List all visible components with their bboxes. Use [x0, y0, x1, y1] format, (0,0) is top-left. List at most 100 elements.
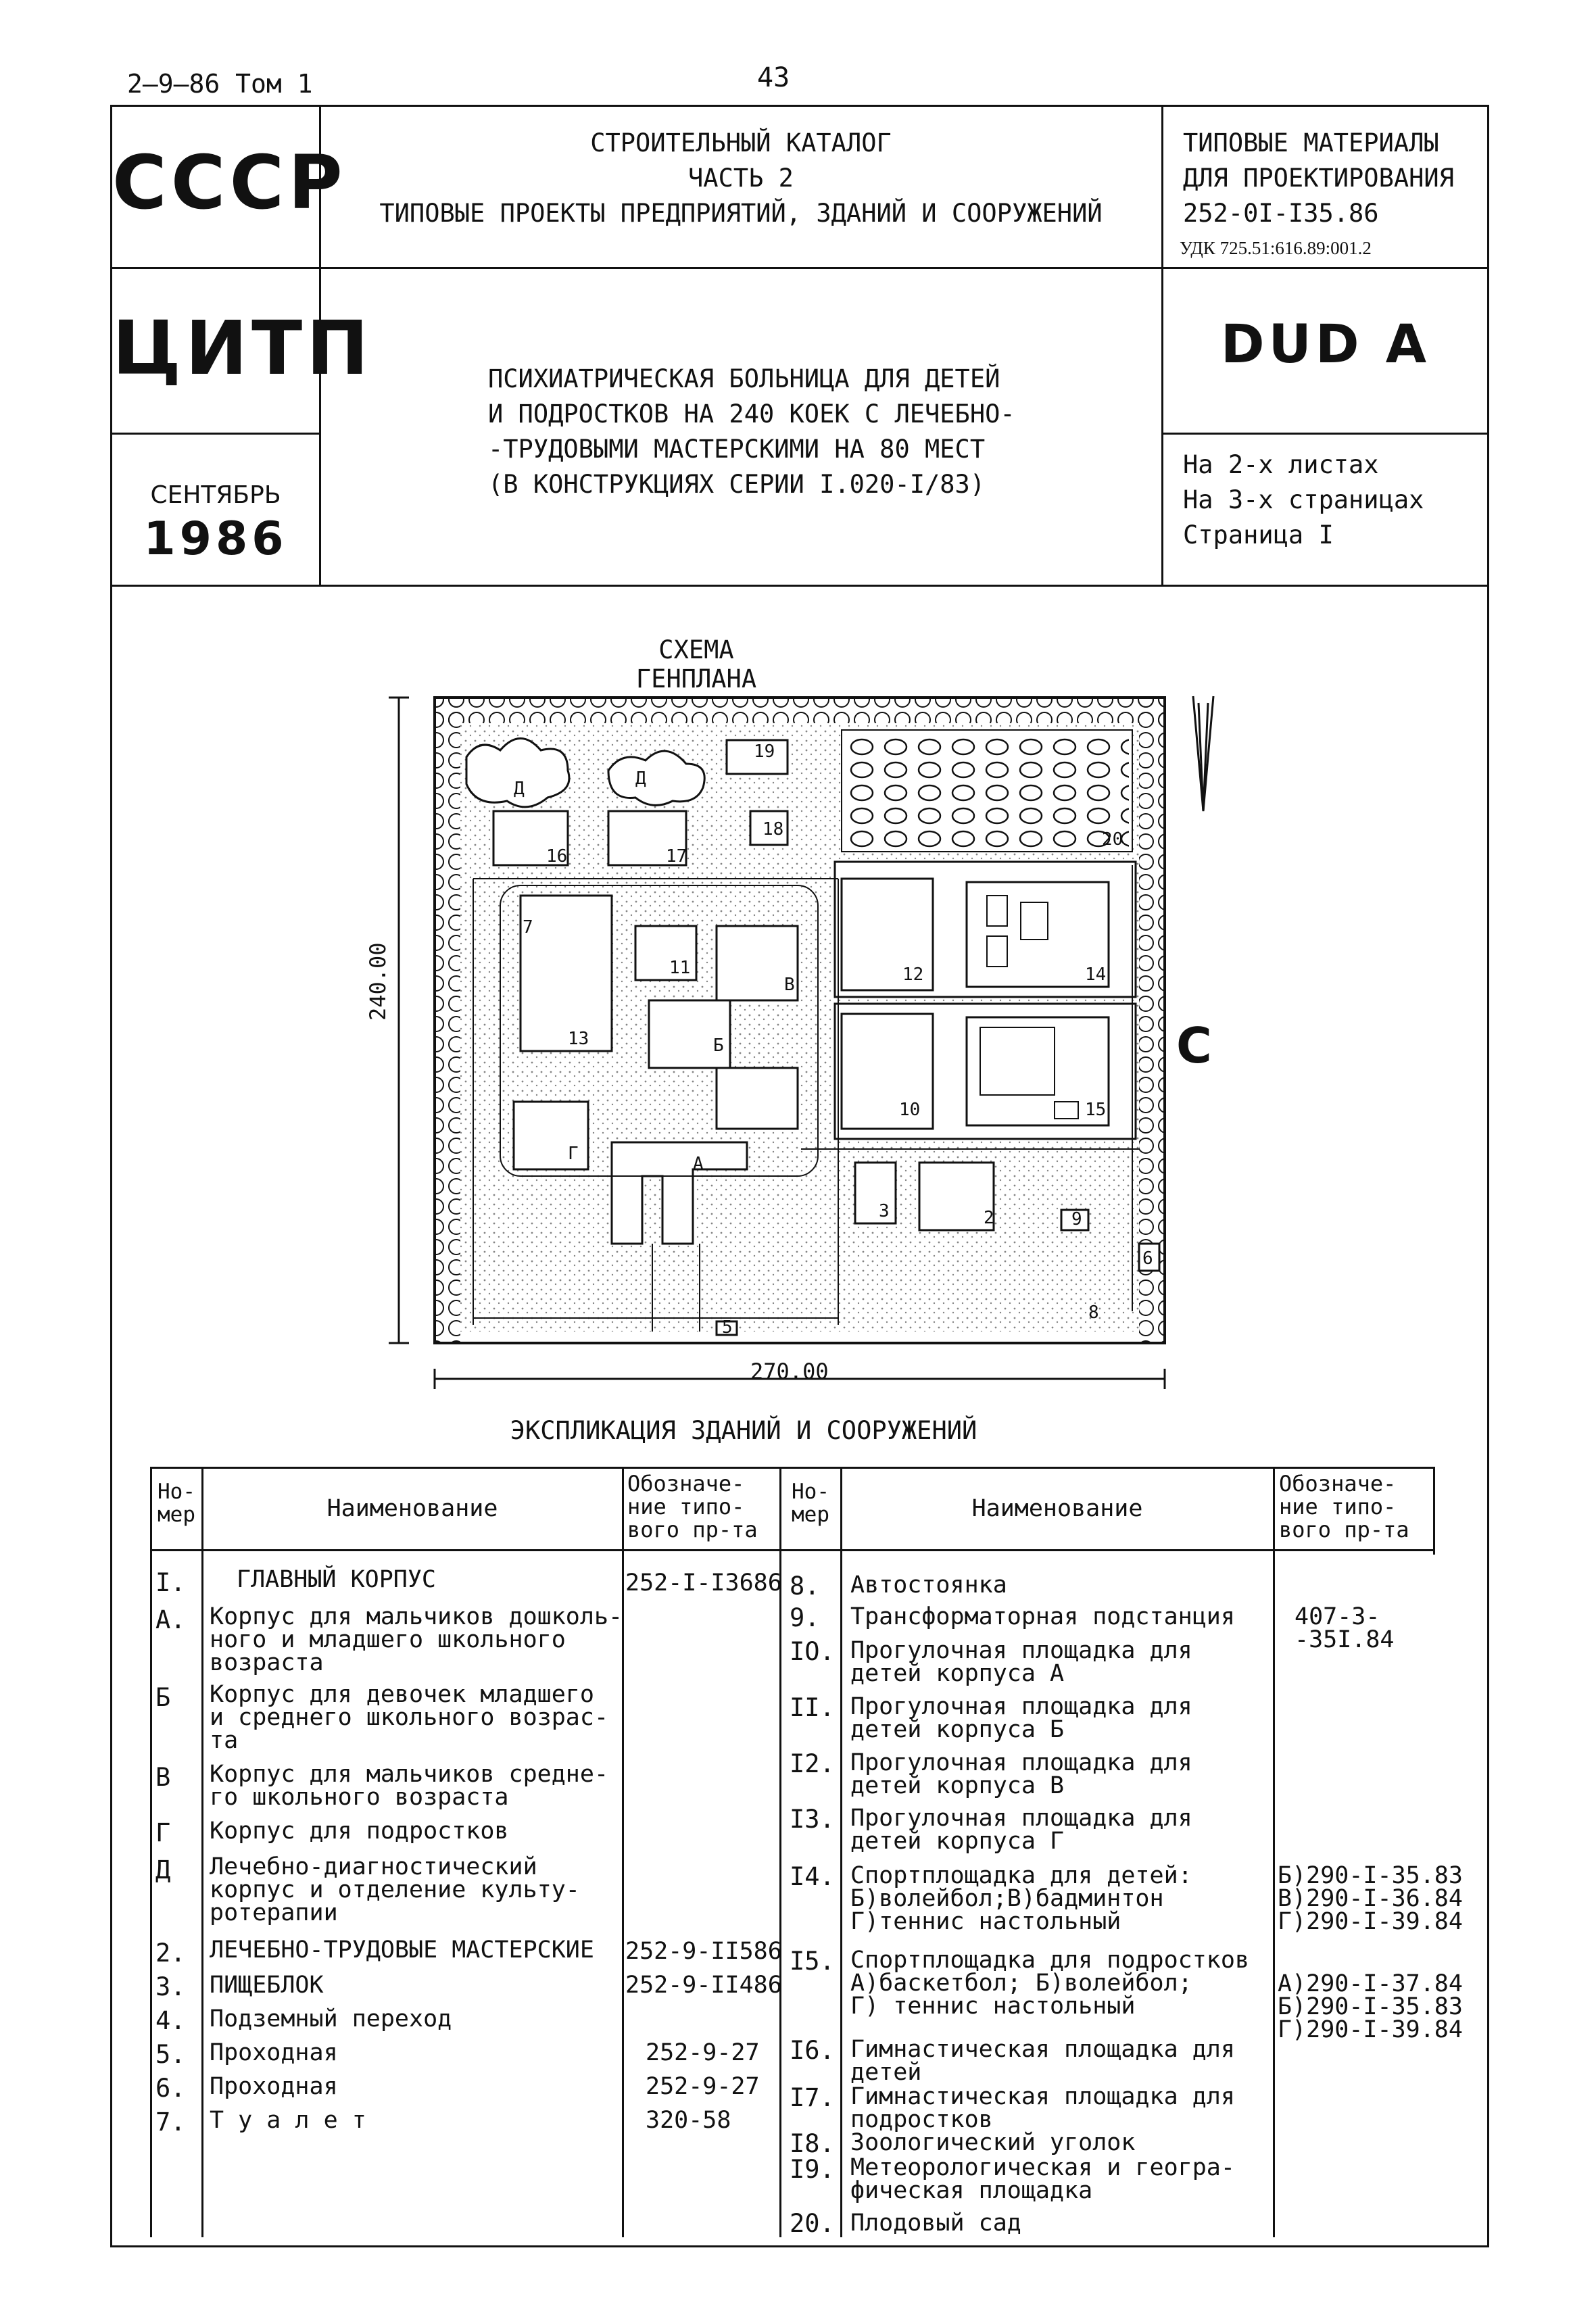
row-name: Проходная	[210, 2073, 338, 2100]
row-designation: А)290-I-37.84 Б)290-I-35.83 Г)290-I-39.8…	[1278, 1970, 1463, 2043]
svg-text:9: 9	[1071, 1209, 1082, 1229]
row-designation: 252-9-II486	[625, 1972, 782, 1999]
row-name: Корпус для мальчиков дошколь- ного и мла…	[210, 1603, 623, 1676]
svg-text:В: В	[784, 975, 795, 995]
svg-text:18: 18	[763, 819, 783, 839]
row-designation: 252-I-I3686	[625, 1569, 782, 1597]
document-code: DUD A	[1220, 314, 1431, 375]
row-num: А.	[155, 1605, 186, 1634]
row-num: I4.	[790, 1862, 835, 1891]
row-num: Б	[155, 1683, 171, 1712]
row-name: Спортплощадка для подростков А)баскетбол…	[850, 1947, 1250, 2020]
main-building	[610, 1141, 748, 1245]
svg-text:16: 16	[546, 846, 567, 867]
row-num: 8.	[790, 1571, 820, 1601]
header-num-left: Но- мер	[158, 1480, 195, 1527]
row-name: Спортплощадка для детей: Б)волейбол;В)ба…	[850, 1862, 1192, 1935]
row-name: Подземный переход	[210, 2005, 452, 2032]
svg-text:Д: Д	[635, 769, 646, 789]
svg-text:5: 5	[722, 1317, 733, 1338]
svg-text:А: А	[693, 1154, 704, 1174]
row-name: Прогулочная площадка для детей корпуса А	[850, 1637, 1192, 1687]
header-num-right: Но- мер	[792, 1480, 829, 1527]
row-num: I3.	[790, 1805, 835, 1834]
dimension-height: 240.00	[365, 942, 391, 1021]
workshops	[918, 1161, 995, 1232]
row-num: I5.	[790, 1947, 835, 1976]
row-designation: Б)290-I-35.83 В)290-I-36.84 Г)290-I-39.8…	[1278, 1862, 1463, 1935]
page-number: 43	[757, 62, 790, 93]
svg-text:19: 19	[754, 741, 775, 762]
building-13-playground	[519, 894, 613, 1052]
row-num: 7.	[155, 2107, 186, 2137]
svg-text:8: 8	[1088, 1302, 1099, 1323]
svg-text:17: 17	[666, 846, 687, 867]
row-name: Гимнастическая площадка для детей	[850, 2036, 1235, 2086]
row-num: 2.	[155, 1939, 186, 1968]
row-num: I6.	[790, 2036, 835, 2065]
row-name: Зоологический уголок	[850, 2129, 1136, 2156]
row-num: I2.	[790, 1749, 835, 1778]
row-name: Т у а л е т	[210, 2107, 366, 2134]
building-g	[512, 1100, 589, 1171]
dimension-width: 270.00	[750, 1359, 829, 1384]
row-name: Прогулочная площадка для детей корпуса Г	[850, 1805, 1192, 1855]
header-designation-right: Обозначе- ние типо- вого пр-та	[1279, 1471, 1409, 1542]
row-name: Метеорологическая и геогра- фическая пло…	[850, 2154, 1235, 2204]
project-title: ПСИХИАТРИЧЕСКАЯ БОЛЬНИЦА ДЛЯ ДЕТЕЙ И ПОД…	[488, 364, 1015, 499]
row-designation: 320-58	[646, 2107, 731, 2134]
row-num: IO.	[790, 1637, 835, 1666]
svg-text:Б: Б	[713, 1035, 724, 1056]
row-num: I9.	[790, 2155, 835, 2184]
svg-text:Г: Г	[568, 1144, 579, 1164]
row-name: Корпус для подростков	[210, 1818, 509, 1845]
legend-title: ЭКСПЛИКАЦИЯ ЗДАНИЙ И СООРУЖЕНИЙ	[510, 1416, 977, 1445]
svg-text:2: 2	[984, 1208, 994, 1228]
svg-text:12: 12	[902, 965, 923, 985]
month-label: СЕНТЯБРЬ	[150, 481, 281, 509]
row-name: Корпус для мальчиков средне- го школьног…	[210, 1761, 609, 1811]
row-num: I.	[155, 1568, 186, 1597]
svg-text:20: 20	[1102, 829, 1123, 850]
row-num: 4.	[155, 2006, 186, 2035]
row-name: Лечебно-диагностический корпус и отделен…	[210, 1853, 580, 1926]
building-v	[715, 925, 799, 1002]
plan-title: СХЕМА ГЕНПЛАНА	[635, 635, 757, 693]
year-label: 1986	[143, 512, 288, 566]
row-name: Гимнастическая площадка для подростков	[850, 2083, 1235, 2133]
sheets-info: На 2-х листах На 3-х страницах Страница …	[1183, 450, 1424, 550]
row-name: Трансформаторная подстанция	[850, 1603, 1235, 1630]
building-b	[648, 999, 731, 1069]
row-num: Г	[155, 1818, 171, 1847]
svg-text:3: 3	[879, 1201, 890, 1221]
svg-text:15: 15	[1085, 1100, 1106, 1120]
udk-code: УДК 725.51:616.89:001.2	[1180, 238, 1372, 258]
row-num: В	[155, 1763, 171, 1792]
row-num: I7.	[790, 2083, 835, 2112]
svg-text:11: 11	[669, 958, 690, 978]
row-name: Проходная	[210, 2039, 338, 2066]
row-name: ГЛАВНЫЙ КОРПУС	[237, 1566, 437, 1593]
row-designation: 252-9-27	[646, 2073, 760, 2100]
svg-text:14: 14	[1085, 965, 1106, 985]
header-name-right: Наименование	[971, 1495, 1143, 1522]
row-designation: 407-3- -35I.84	[1295, 1603, 1395, 1653]
row-num: II.	[790, 1693, 835, 1722]
svg-text:10: 10	[899, 1100, 920, 1120]
svg-text:13: 13	[568, 1029, 589, 1049]
materials-block: ТИПОВЫЕ МАТЕРИАЛЫ ДЛЯ ПРОЕКТИРОВАНИЯ 252…	[1183, 128, 1454, 228]
building-a	[715, 1067, 799, 1130]
row-name: Прогулочная площадка для детей корпуса Б	[850, 1693, 1192, 1743]
row-num: 6.	[155, 2074, 186, 2103]
row-num: I8.	[790, 2129, 835, 2158]
row-name: ЛЕЧЕБНО-ТРУДОВЫЕ МАСТЕРСКИЕ	[210, 1936, 594, 1964]
row-num: Д	[155, 1855, 171, 1884]
site-boundary	[433, 696, 1166, 1344]
svg-text:Д: Д	[514, 779, 525, 799]
document-ref: 2–9–86 Том 1	[127, 69, 313, 99]
svg-text:7: 7	[523, 917, 533, 937]
row-num: 9.	[790, 1603, 820, 1632]
north-mark: С	[1176, 1017, 1212, 1074]
row-name: Плодовый сад	[850, 2210, 1021, 2237]
